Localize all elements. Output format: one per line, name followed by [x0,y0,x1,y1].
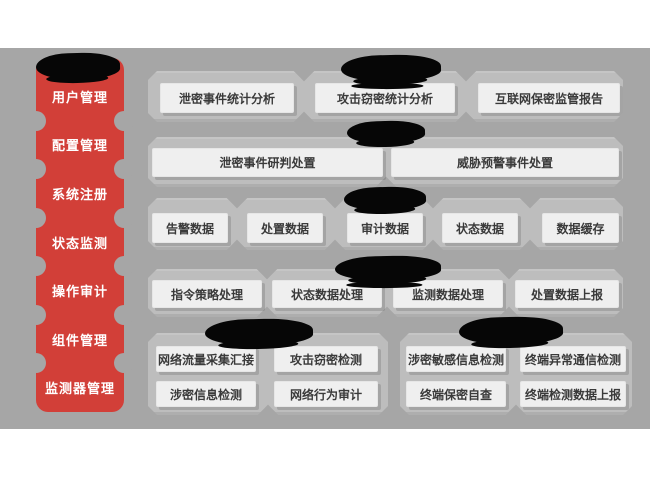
node-classified-sensitive-info-detection: 涉密敏感信息检测 [406,346,506,372]
node-leak-event-statistical-analysis: 泄密事件统计分析 [160,83,294,113]
sidebar-item-label: 配置管理 [51,138,108,154]
node-label: 数据缓存 [556,221,605,236]
node-classified-info-detection: 涉密信息检测 [156,381,256,407]
redacted-group-title [458,315,564,346]
redacted-group-title [340,53,442,83]
sidebar-item-label: 监测器管理 [44,381,115,397]
sidebar-item-label: 操作审计 [51,284,108,300]
sidebar-notch [114,208,134,228]
redacted-group-title [334,254,442,282]
sidebar-item-label: 状态监测 [51,235,108,251]
node-label: 攻击窃密检测 [289,352,362,367]
sidebar-item-label: 组件管理 [51,332,108,348]
sidebar-item-label: 用户管理 [51,89,108,105]
group-notch [226,186,249,209]
group-notch [293,59,316,82]
sidebar-notch [114,159,134,179]
sidebar-item-user-management: 用户管理 [36,72,124,121]
node-label: 攻击窃密统计分析 [336,91,433,106]
redacted-group-title [204,317,314,347]
node-label: 泄密事件统计分析 [178,91,275,106]
node-label: 互联网保密监管报告 [494,91,603,106]
sidebar-notch [26,305,46,325]
sidebar-notch [26,353,46,373]
node-network-traffic-collection: 网络流量采集汇接 [156,346,256,372]
node-label: 审计数据 [360,221,409,236]
node-terminal-detection-data-report: 终端检测数据上报 [520,381,626,407]
group-notch [324,186,347,209]
group-data-store: 告警数据 处置数据 审计数据 状态数据 数据缓存 [148,198,623,250]
group-notch [324,240,347,263]
sidebar-notch [26,111,46,131]
sidebar-notch [26,159,46,179]
group-notch [256,257,279,280]
group-notch [519,240,542,263]
node-label: 告警数据 [165,221,214,236]
node-attack-theft-detection: 攻击窃密检测 [274,346,378,372]
node-label: 终端保密自查 [419,387,492,402]
group-network-monitoring: 网络流量采集汇接 攻击窃密检测 涉密信息检测 网络行为审计 [148,333,388,415]
sidebar-notch [26,208,46,228]
sidebar-notch [26,256,46,276]
node-data-cache: 数据缓存 [542,213,619,243]
node-disposal-data: 处置数据 [247,213,323,243]
node-label: 状态数据 [455,221,504,236]
node-label: 涉密敏感信息检测 [407,352,504,367]
group-notch [505,405,528,428]
node-disposal-data-report: 处置数据上报 [515,280,619,308]
node-alarm-data: 告警数据 [152,213,228,243]
sidebar-notch [114,111,134,131]
group-event-disposal: 泄密事件研判处置 威胁预警事件处置 [148,137,623,187]
sidebar-item-system-registration: 系统注册 [36,169,124,218]
node-network-behavior-audit: 网络行为审计 [274,381,378,407]
node-internet-secrecy-supervision-report: 互联网保密监管报告 [478,83,620,113]
node-status-data: 状态数据 [442,213,518,243]
redacted-sidebar-title [35,52,121,80]
group-notch [226,240,249,263]
group-notch [455,59,478,82]
node-label: 终端异常通信检测 [524,352,621,367]
node-command-policy-processing: 指令策略处理 [152,280,262,308]
node-status-data-processing: 状态数据处理 [272,280,382,308]
diagram-canvas: 用户管理 配置管理 系统注册 状态监测 操作审计 组件管理 监测器管理 泄密事件… [0,48,650,429]
sidebar-item-status-monitoring: 状态监测 [36,218,124,267]
sidebar-item-label: 系统注册 [51,186,108,202]
node-terminal-secrecy-self-check: 终端保密自查 [406,381,506,407]
node-label: 处置数据 [260,221,309,236]
sidebar-notch [114,305,134,325]
node-label: 泄密事件研判处置 [219,156,316,170]
redacted-group-title [343,186,427,211]
redacted-group-title [346,120,426,144]
group-notch [519,186,542,209]
node-label: 涉密信息检测 [169,387,242,402]
group-notch [498,257,521,280]
sidebar-item-monitor-management: 监测器管理 [36,363,124,412]
node-threat-warning-event-disposal: 威胁预警事件处置 [391,148,619,177]
node-audit-data: 审计数据 [347,213,423,243]
node-label: 网络行为审计 [289,387,362,402]
group-notch [455,112,478,135]
node-leak-event-judgment-disposal: 泄密事件研判处置 [152,148,383,177]
node-terminal-abnormal-comm-detection: 终端异常通信检测 [520,346,626,372]
node-label: 监测数据处理 [411,287,484,302]
node-label: 状态数据处理 [290,287,363,302]
group-notch [257,405,280,428]
node-label: 终端检测数据上报 [524,387,621,402]
sidebar-item-component-management: 组件管理 [36,315,124,364]
sidebar-item-operation-audit: 操作审计 [36,266,124,315]
node-attack-theft-statistical-analysis: 攻击窃密统计分析 [315,83,455,113]
node-label: 指令策略处理 [170,287,243,302]
sidebar: 用户管理 配置管理 系统注册 状态监测 操作审计 组件管理 监测器管理 [26,52,134,412]
group-notch [376,307,399,330]
sidebar-notch [114,353,134,373]
node-label: 威胁预警事件处置 [456,156,553,170]
node-label: 处置数据上报 [530,287,603,302]
node-label: 网络流量采集汇接 [157,352,254,367]
sidebar-notch [114,256,134,276]
sidebar-item-config-management: 配置管理 [36,121,124,170]
group-notch [293,112,316,135]
